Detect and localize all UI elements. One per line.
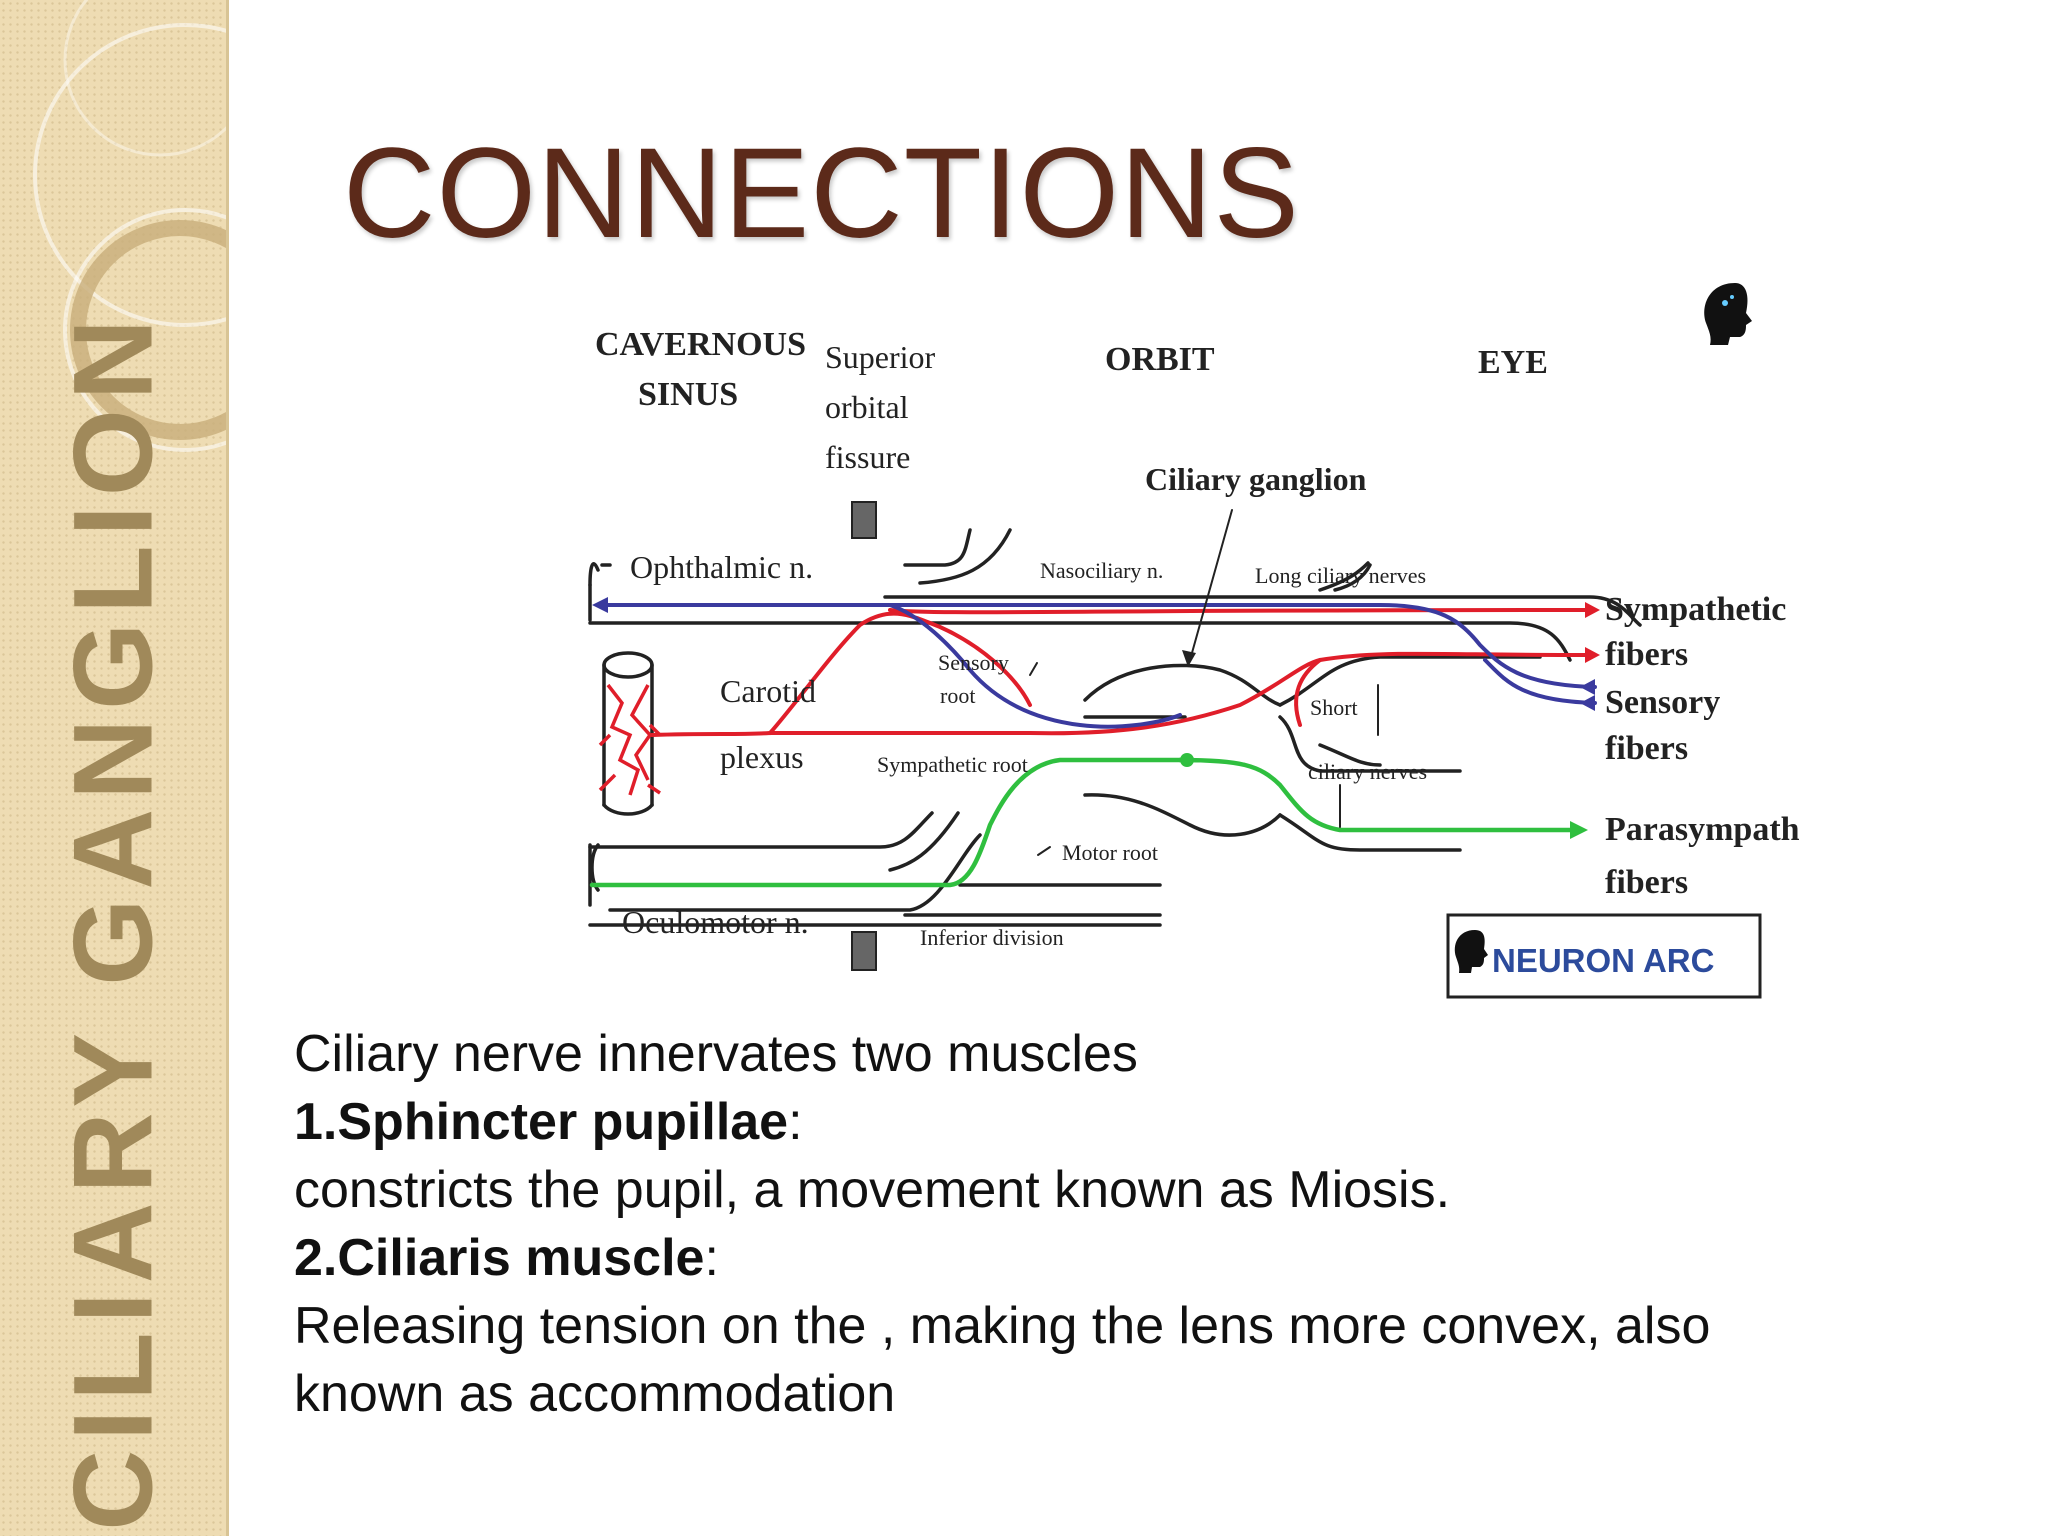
body-item1-line: 1.Sphincter pupillae: <box>294 1088 1854 1156</box>
region-orbit: ORBIT <box>1105 341 1215 378</box>
label-oculomotor: Oculomotor n. <box>622 904 809 940</box>
ciliary-ganglion-diagram: CAVERNOUS SINUS Superior orbital fissure… <box>588 283 1800 999</box>
region-eye: EYE <box>1478 344 1548 381</box>
body-text: Ciliary nerve innervates two muscles 1.S… <box>294 1020 1854 1428</box>
output-sympathetic-1: Sympathetic <box>1605 591 1786 628</box>
region-cavernous-1: CAVERNOUS <box>595 326 806 363</box>
item1-colon: : <box>788 1093 803 1151</box>
region-cavernous-2: SINUS <box>638 376 738 413</box>
item2-colon: : <box>704 1229 719 1287</box>
body-item2-desc-2: known as accommodation <box>294 1365 896 1423</box>
sidebar: CILIARY GANGLION <box>0 0 229 1536</box>
parasympathetic-pathway <box>589 753 1588 888</box>
label-long-ciliary: Long ciliary nerves <box>1255 563 1426 588</box>
output-sensory-1: Sensory <box>1605 684 1720 721</box>
neuron-head-icon <box>1704 283 1752 345</box>
region-orbital: orbital <box>825 389 909 425</box>
label-short: Short <box>1310 695 1358 720</box>
body-item2-line: 2.Ciliaris muscle: <box>294 1224 1854 1292</box>
brand-name: NEURON ARC <box>1492 942 1714 979</box>
sensory-pathway <box>592 597 1597 729</box>
label-ophthalmic: Ophthalmic n. <box>630 549 813 585</box>
fissure-block-top <box>851 501 877 539</box>
region-superior: Superior <box>825 339 936 375</box>
body-intro: Ciliary nerve innervates two muscles <box>294 1025 1138 1083</box>
label-sensory-root-2: root <box>940 683 975 708</box>
neuron-arc-logo: NEURON ARC <box>1446 913 1762 999</box>
label-sensory-root-1: Sensory <box>938 650 1009 675</box>
sympathetic-pathway <box>650 602 1600 737</box>
label-motor-root: Motor root <box>1062 840 1158 865</box>
label-ciliary-ganglion: Ciliary ganglion <box>1145 461 1367 497</box>
label-inferior-division: Inferior division <box>920 925 1064 950</box>
output-parasympathetic-1: Parasympathetic <box>1605 811 1800 848</box>
body-item2-desc-1: Releasing tension on the , making the le… <box>294 1297 1711 1355</box>
output-sympathetic-2: fibers <box>1605 636 1688 673</box>
decorative-swirl <box>33 0 226 452</box>
label-nasociliary: Nasociliary n. <box>1040 558 1163 583</box>
slide-title: CONNECTIONS <box>343 122 1300 265</box>
oculomotor-nerve <box>588 811 1162 927</box>
carotid-artery <box>598 651 662 816</box>
item2-title: 2.Ciliaris muscle <box>294 1229 705 1287</box>
fissure-block-bottom <box>851 931 877 971</box>
output-sensory-2: fibers <box>1605 730 1688 767</box>
body-item1-desc: constricts the pupil, a movement known a… <box>294 1161 1451 1219</box>
label-plexus: plexus <box>720 739 804 775</box>
item1-title: 1.Sphincter pupillae <box>294 1093 789 1151</box>
label-sympathetic-root: Sympathetic root <box>877 752 1028 777</box>
output-parasympathetic-2: fibers <box>1605 864 1688 901</box>
region-fissure: fissure <box>825 439 910 475</box>
label-ciliary-nerves: ciliary nerves <box>1308 759 1427 784</box>
label-carotid: Carotid <box>720 673 816 709</box>
